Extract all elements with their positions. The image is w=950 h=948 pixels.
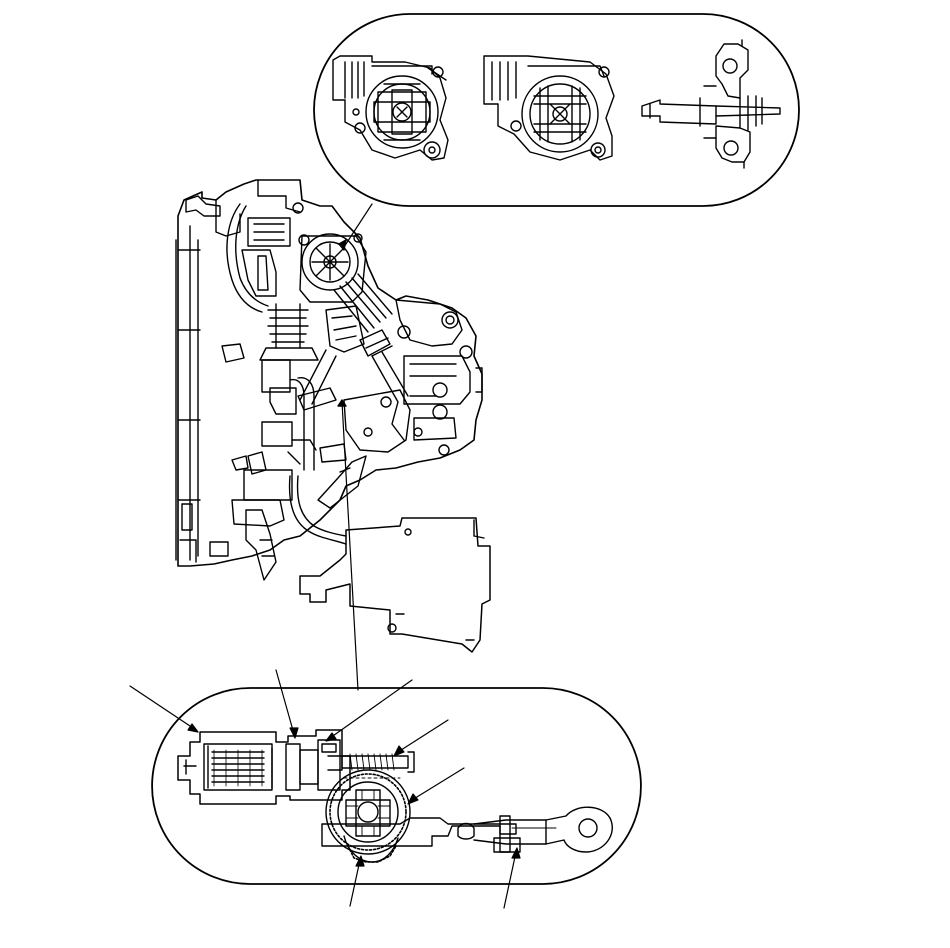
leader-output-gear xyxy=(350,860,360,906)
gear-assembly xyxy=(326,770,410,854)
top-detail-capsule xyxy=(314,14,799,206)
leader-actuator-lever xyxy=(504,852,516,908)
leader-sensor xyxy=(276,670,294,734)
leader-top-capsule xyxy=(344,204,372,247)
worm-shaft xyxy=(342,752,414,778)
actuator-gear-view xyxy=(484,56,614,160)
leader-motor xyxy=(130,686,196,730)
actuator-side-view xyxy=(642,40,780,168)
actuator-front-view xyxy=(333,56,448,160)
actuator-lever xyxy=(322,807,612,852)
leader-connector xyxy=(330,680,412,738)
callout-leaders xyxy=(130,670,520,908)
output-gear xyxy=(344,836,398,862)
leader-gear-assembly xyxy=(412,768,464,800)
bottom-detail-capsule xyxy=(130,670,641,908)
motor xyxy=(178,730,350,804)
transmission-assembly xyxy=(176,180,490,690)
leader-worm-shaft xyxy=(398,720,448,752)
leader-center xyxy=(342,402,358,690)
